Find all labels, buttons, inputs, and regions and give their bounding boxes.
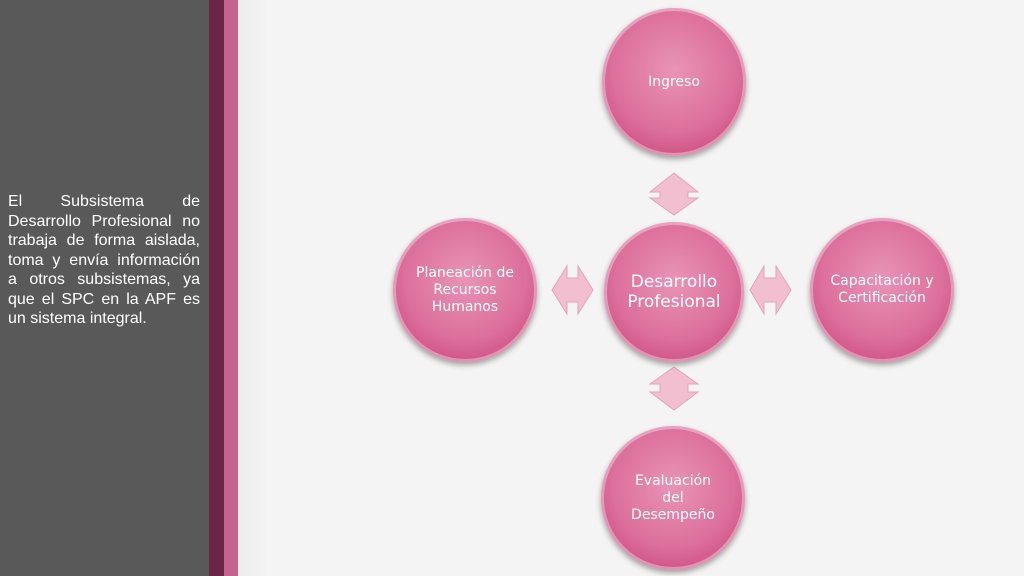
decorative-stripe-light: [238, 0, 268, 576]
node-label: Capacitación y Certificación: [830, 273, 934, 306]
left-panel: [0, 0, 209, 576]
double-arrow-left: [551, 264, 594, 316]
double-arrow-top: [648, 172, 700, 216]
node-ingreso: Ingreso: [602, 8, 746, 156]
double-arrow-right: [749, 264, 792, 316]
node-desarrollo-profesional: Desarrollo Profesional: [604, 222, 744, 362]
node-label: Planeación de Recursos Humanos: [416, 264, 514, 315]
node-label: Desarrollo Profesional: [627, 272, 721, 312]
node-label: Ingreso: [648, 73, 700, 90]
body-text: El Subsistema de Desarrollo Profesional …: [8, 193, 200, 327]
node-label: Evaluación del Desempeño: [631, 472, 715, 523]
node-planeacion: Planeación de Recursos Humanos: [393, 218, 537, 362]
node-capacitacion: Capacitación y Certificación: [810, 218, 954, 362]
double-arrow-bottom: [648, 366, 700, 411]
decorative-stripe-dark: [209, 0, 224, 576]
decorative-stripe-pink: [224, 0, 238, 576]
node-evaluacion: Evaluación del Desempeño: [601, 426, 745, 570]
